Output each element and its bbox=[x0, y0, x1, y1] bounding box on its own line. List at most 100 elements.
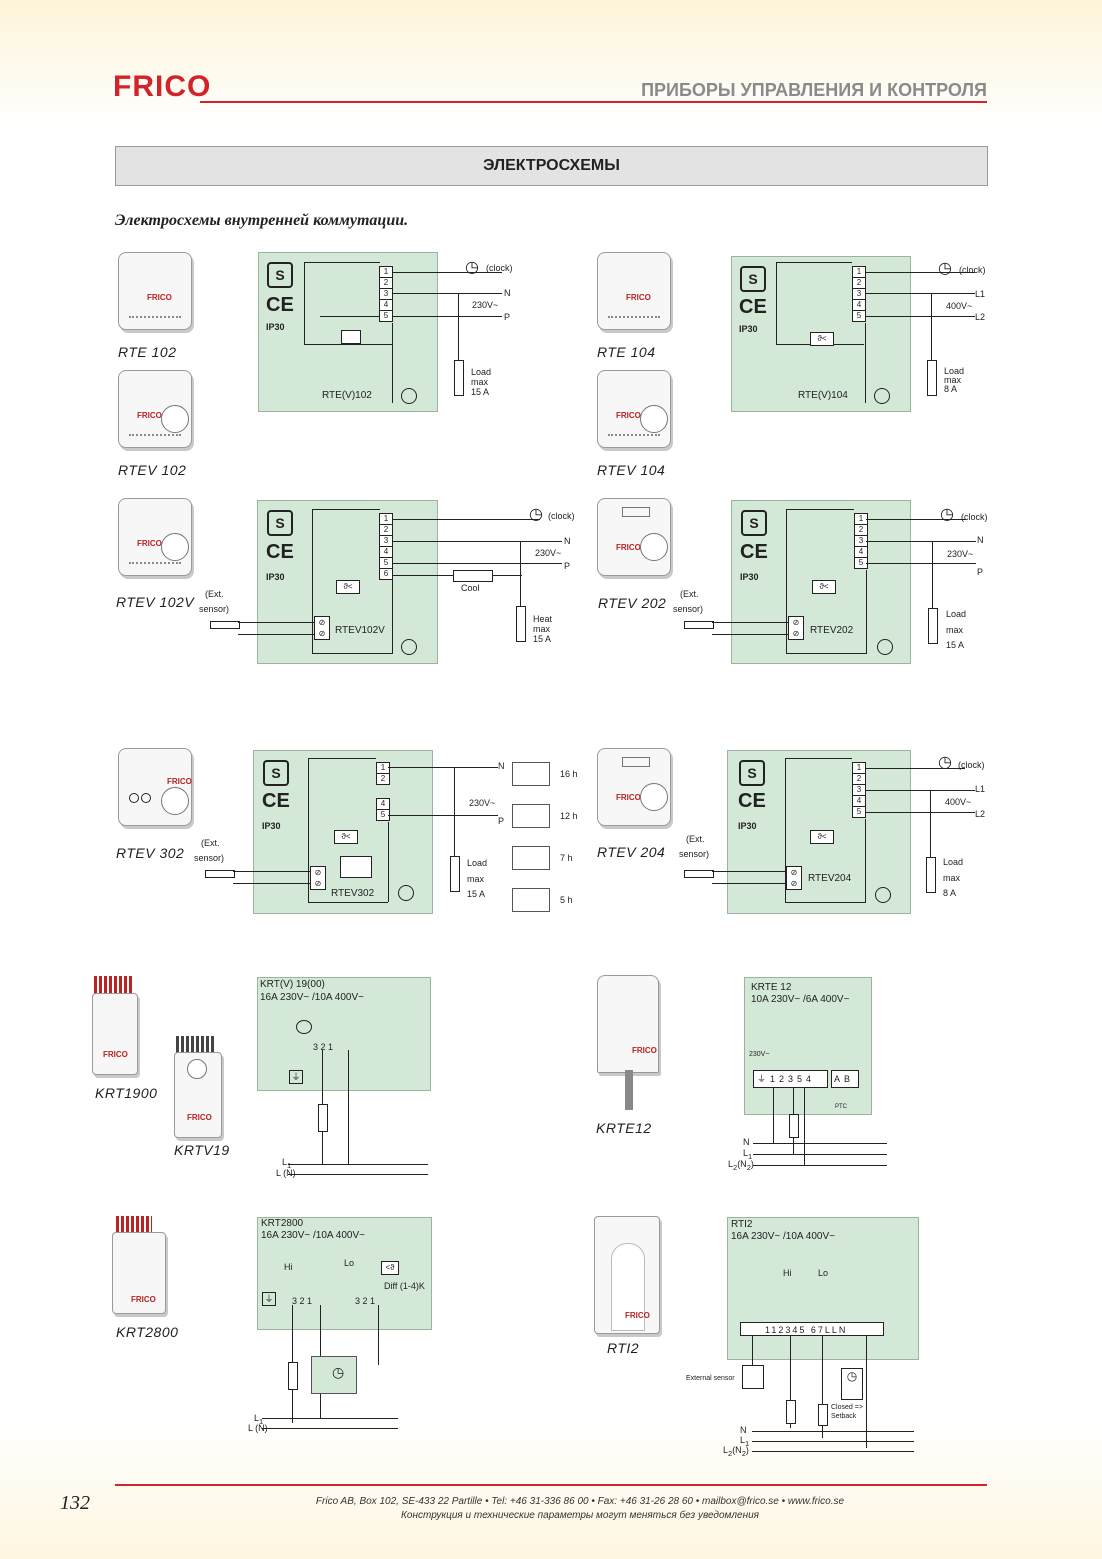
wire bbox=[348, 1050, 349, 1164]
ip-rating: IP30 bbox=[738, 821, 757, 831]
load-resistor bbox=[318, 1104, 328, 1132]
wire bbox=[712, 622, 788, 623]
device-rte102-image: FRICO bbox=[118, 252, 192, 330]
label-amp: 15 A bbox=[467, 889, 486, 899]
wire bbox=[752, 1336, 753, 1366]
ground-icon: ⏚ bbox=[289, 1070, 303, 1084]
s-mark-icon: S bbox=[267, 510, 293, 536]
model-krt1900: KRT1900 bbox=[95, 1085, 158, 1101]
label-p: P bbox=[564, 561, 571, 571]
wire bbox=[776, 262, 852, 263]
wire-l1 bbox=[752, 1441, 914, 1442]
time-label: 12 h bbox=[560, 811, 578, 821]
thermostat-symbol: ϑ< bbox=[812, 580, 836, 594]
external-sensor-symbol bbox=[742, 1365, 764, 1389]
wire bbox=[932, 541, 933, 609]
wire bbox=[866, 563, 976, 564]
screw-icon bbox=[401, 388, 417, 404]
wire-l2 bbox=[753, 1165, 887, 1166]
model-rtev202: RTEV 202 bbox=[598, 595, 667, 611]
diagram-title: KRT2800 bbox=[261, 1218, 304, 1229]
label-external-sensor: External sensor bbox=[686, 1375, 735, 1382]
dip-setting-7h bbox=[512, 846, 550, 870]
label-max: max bbox=[946, 625, 964, 635]
label-setback: Setback bbox=[831, 1413, 857, 1420]
thermostat-symbol: ϑ< bbox=[810, 830, 834, 844]
label-load: Load bbox=[471, 367, 492, 377]
terminal-strip: 112345 67LLN bbox=[740, 1322, 884, 1336]
load-resistor bbox=[928, 608, 938, 644]
wire bbox=[786, 653, 866, 654]
sensor-label: sensor) bbox=[194, 853, 225, 863]
device-rte104-image: FRICO bbox=[597, 252, 671, 330]
wire bbox=[865, 819, 866, 903]
label-l2: L2 bbox=[975, 312, 986, 322]
wire bbox=[712, 871, 786, 872]
ip-rating: IP30 bbox=[266, 572, 285, 582]
clock-label: (clock) bbox=[961, 512, 988, 522]
wire bbox=[392, 541, 562, 542]
wire-ln bbox=[262, 1428, 398, 1429]
clock-icon: ◷ bbox=[465, 259, 479, 276]
footer-rule bbox=[115, 1484, 987, 1486]
label-max: max bbox=[533, 624, 551, 634]
s-mark-icon: S bbox=[263, 760, 289, 786]
krte12-probe bbox=[625, 1070, 633, 1110]
wire bbox=[378, 1305, 379, 1365]
label-voltage: 230V~ bbox=[535, 548, 562, 558]
label-p: P bbox=[498, 816, 505, 826]
diagram-title: RTI2 bbox=[731, 1219, 753, 1230]
screw-icon bbox=[398, 885, 414, 901]
ce-mark-icon: CE bbox=[266, 294, 294, 316]
label-l2: L2 bbox=[975, 809, 986, 819]
wire bbox=[320, 316, 380, 317]
clock-icon: ◷ bbox=[940, 506, 954, 523]
device-rtev202-image: FRICO bbox=[597, 498, 671, 576]
label-n: N bbox=[504, 288, 511, 298]
time-label: 16 h bbox=[560, 769, 578, 779]
wire bbox=[304, 262, 380, 263]
label-load: Load bbox=[467, 858, 488, 868]
label-voltage: 400V~ bbox=[946, 301, 973, 311]
wire bbox=[304, 344, 392, 345]
wire bbox=[785, 758, 852, 759]
model-rti2: RTI2 bbox=[607, 1340, 640, 1356]
wire bbox=[392, 563, 562, 564]
device-krt1900-image: FRICO bbox=[92, 993, 138, 1075]
wire bbox=[392, 316, 502, 317]
wire bbox=[776, 262, 777, 344]
cool-load-resistor bbox=[453, 570, 493, 582]
label-l2n: L2(N2) bbox=[723, 1445, 749, 1458]
terminal-5: 5 bbox=[854, 557, 868, 569]
ce-mark-icon: CE bbox=[739, 296, 767, 318]
page-number: 132 bbox=[60, 1492, 90, 1514]
wire bbox=[712, 883, 786, 884]
ext-sensor-symbol bbox=[684, 621, 714, 629]
label-p: P bbox=[977, 567, 984, 577]
wire bbox=[931, 293, 932, 361]
load-resistor bbox=[927, 360, 937, 396]
label-ln: L (N) bbox=[276, 1168, 296, 1178]
wire bbox=[233, 871, 310, 872]
load-resistor bbox=[450, 856, 460, 892]
screw-icon bbox=[877, 639, 893, 655]
label-n: N bbox=[977, 535, 984, 545]
label-voltage: 400V~ bbox=[945, 797, 972, 807]
label-l1: L1 bbox=[743, 1148, 753, 1161]
frico-logo: FRICO bbox=[113, 70, 212, 103]
wire bbox=[866, 1336, 867, 1448]
device-krtv19-image: FRICO bbox=[174, 1052, 222, 1138]
ip-rating: IP30 bbox=[739, 324, 758, 334]
ip-rating: IP30 bbox=[740, 572, 759, 582]
header-rule bbox=[200, 101, 987, 103]
wire bbox=[388, 767, 498, 768]
ip-rating: IP30 bbox=[266, 322, 285, 332]
label-p: P bbox=[504, 312, 511, 322]
ext-sensor-symbol bbox=[684, 870, 714, 878]
clock-label: (clock) bbox=[486, 263, 513, 273]
s-mark-icon: S bbox=[740, 266, 766, 292]
setback-resistor bbox=[818, 1404, 828, 1426]
wire bbox=[308, 758, 309, 902]
device-rtev102v-image: FRICO bbox=[118, 498, 192, 576]
model-rtev204: RTEV 204 bbox=[597, 844, 666, 860]
